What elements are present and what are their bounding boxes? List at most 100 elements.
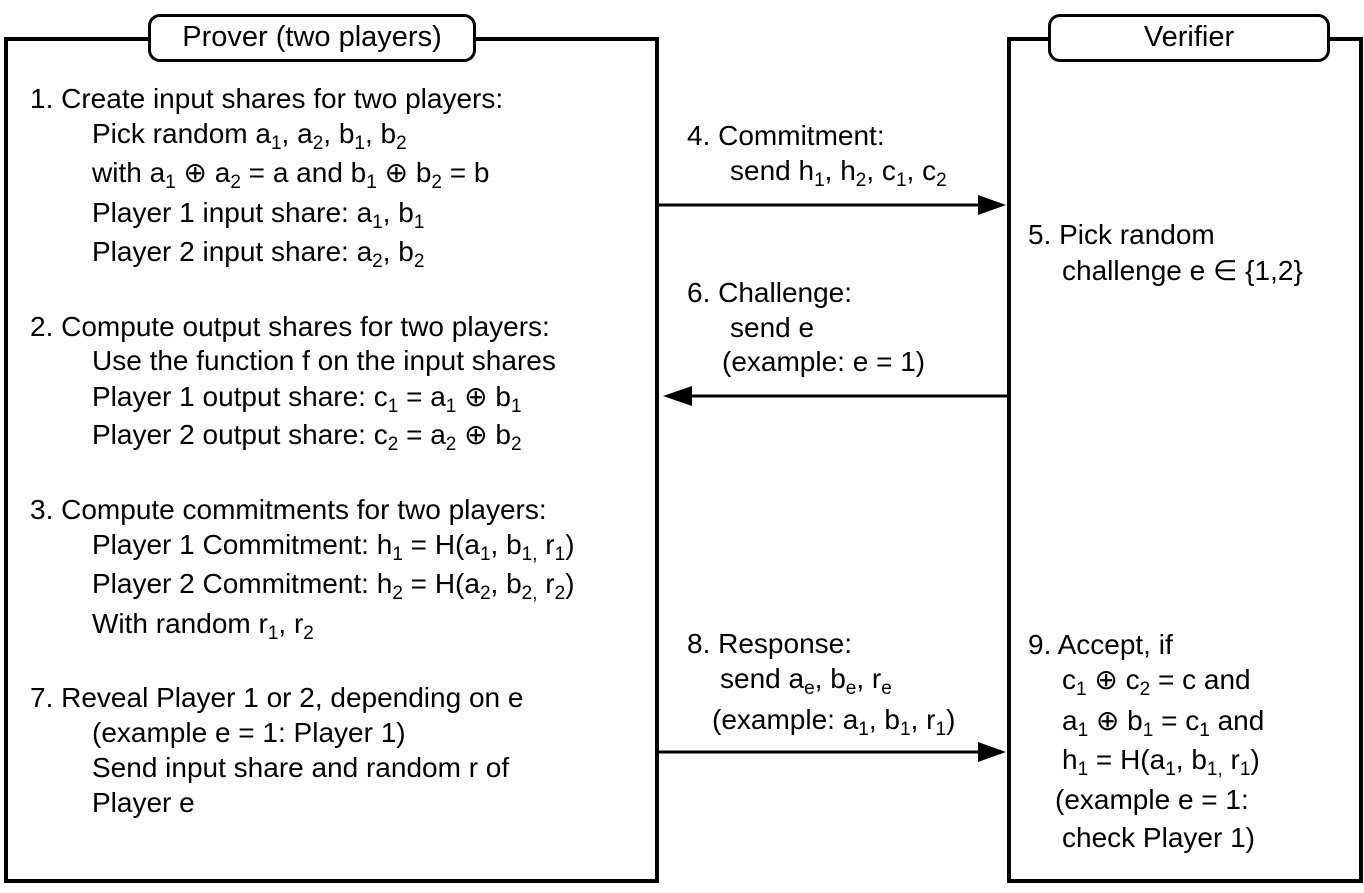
- subscript: 2: [312, 133, 324, 154]
- text-run: , r: [278, 608, 304, 639]
- text-run: ⊕ b: [1088, 705, 1143, 736]
- text-run: , b: [323, 118, 355, 149]
- prover-step-1-heading: 1. Create input shares for two players:: [30, 82, 503, 116]
- text-run: 3. Compute commitments for two players:: [30, 494, 547, 525]
- text-run: send h: [730, 155, 815, 186]
- text-run: Player 2 input share: a: [92, 236, 373, 267]
- text-run: , c: [866, 155, 896, 186]
- text-run: (example: a: [712, 704, 859, 735]
- text-run: c: [1062, 664, 1076, 695]
- prover-step-7-line: (example e = 1: Player 1): [92, 716, 406, 750]
- prover-step-1-line: Pick random a1, a2, b1, b2: [92, 117, 407, 154]
- subscript: 1: [267, 623, 279, 644]
- subscript: 2: [230, 172, 241, 193]
- subscript: 2: [936, 170, 947, 191]
- text-run: , b: [364, 118, 397, 149]
- text-run: 6. Challenge:: [687, 277, 853, 308]
- subscript: 2: [372, 251, 383, 272]
- text-run: , r: [856, 663, 882, 694]
- text-run: ): [565, 568, 575, 599]
- text-run: = H(a: [402, 568, 480, 599]
- prover-step-7-line: Send input share and random r of: [92, 751, 509, 785]
- text-run: , b: [868, 704, 901, 735]
- text-run: , a: [281, 118, 313, 149]
- text-run: ): [1250, 744, 1260, 775]
- text-run: , b: [814, 663, 846, 694]
- text-run: = H(a: [402, 529, 480, 560]
- subscript: 2: [396, 133, 407, 154]
- text-run: ⊕ b: [376, 157, 432, 188]
- subscript: 1: [1239, 759, 1251, 780]
- text-run: ⊕ c: [1086, 664, 1140, 695]
- subscript: 1: [900, 719, 911, 740]
- verifier-step-5-heading: 5. Pick random: [1028, 218, 1215, 252]
- text-run: Player 2 Commitment: h: [92, 568, 393, 599]
- subscript: 1: [354, 133, 365, 154]
- verifier-step-9-heading: 9. Accept, if: [1028, 628, 1173, 662]
- message-4-heading: 4. Commitment:: [687, 119, 885, 153]
- text-run: , b: [490, 529, 522, 560]
- prover-step-1-line: Player 2 input share: a2, b2: [92, 235, 425, 272]
- prover-step-3-line: Player 2 Commitment: h2 = H(a2, b2, r2): [92, 567, 575, 604]
- prover-step-3-heading: 3. Compute commitments for two players:: [30, 493, 547, 527]
- text-run: Use the function f on the input shares: [92, 345, 556, 376]
- text-run: r: [537, 529, 555, 560]
- text-run: = c: [1153, 705, 1200, 736]
- subscript: 1: [392, 544, 403, 565]
- subscript: 1: [1165, 759, 1176, 780]
- prover-box: [4, 37, 659, 883]
- prover-step-3-line: Player 1 Commitment: h1 = H(a1, b1, r1): [92, 528, 575, 565]
- text-run: with a: [92, 157, 166, 188]
- text-run: = b: [442, 157, 490, 188]
- text-run: send a: [720, 663, 805, 694]
- text-run: 1. Create input shares for two players:: [30, 83, 504, 114]
- prover-step-2-line: Player 1 output share: c1 = a1 ⊕ b1: [92, 380, 522, 417]
- text-run: (example e = 1:: [1055, 784, 1249, 815]
- subscript: 1: [445, 396, 457, 417]
- text-run: 8. Response:: [687, 628, 852, 659]
- verifier-box: [1007, 37, 1363, 883]
- subscript: 2: [392, 583, 403, 604]
- message-8-heading: 8. Response:: [687, 627, 852, 661]
- text-run: (example: e = 1): [722, 346, 926, 377]
- subscript: 2: [387, 434, 399, 455]
- verifier-step-9-line: check Player 1): [1062, 821, 1255, 855]
- message-4-line: send h1, h2, c1, c2: [730, 154, 947, 191]
- message-6-line: (example: e = 1): [722, 345, 925, 379]
- subscript: 1: [1199, 720, 1210, 741]
- text-run: With random r: [92, 608, 268, 639]
- text-run: ): [946, 704, 956, 735]
- prover-step-2-heading: 2. Compute output shares for two players…: [30, 310, 550, 344]
- text-run: 7. Reveal Player 1 or 2, depending on e: [30, 682, 524, 713]
- text-run: ⊕ a: [175, 157, 231, 188]
- message-8-line: (example: a1, b1, r1): [712, 703, 956, 740]
- text-run: Player e: [92, 787, 195, 818]
- prover-title: Prover (two players): [148, 14, 476, 62]
- prover-step-2-line: Player 2 output share: c2 = a2 ⊕ b2: [92, 418, 522, 455]
- text-run: , r: [910, 704, 936, 735]
- subscript: 2: [554, 583, 566, 604]
- text-run: , b: [382, 236, 414, 267]
- subscript: 2: [479, 583, 491, 604]
- text-run: Send input share and random r of: [92, 752, 510, 783]
- text-run: = a and b: [240, 157, 367, 188]
- text-run: 9. Accept, if: [1028, 629, 1173, 660]
- text-run: = a: [398, 381, 446, 412]
- message-8-line: send ae, be, re: [720, 662, 892, 699]
- prover-step-7-heading: 7. Reveal Player 1 or 2, depending on e: [30, 681, 523, 715]
- verifier-step-9-line: a1 ⊕ b1 = c1 and: [1062, 704, 1264, 741]
- subscript: e: [845, 678, 857, 699]
- subscript: 2: [855, 170, 867, 191]
- text-run: , c: [906, 155, 937, 186]
- subscript: 2: [413, 251, 425, 272]
- text-run: r: [1222, 744, 1240, 775]
- text-run: (example e = 1: Player 1): [92, 717, 406, 748]
- prover-step-2-line: Use the function f on the input shares: [92, 344, 556, 378]
- prover-step-1-line: Player 1 input share: a1, b1: [92, 196, 424, 232]
- verifier-title: Verifier: [1048, 14, 1330, 62]
- subscript: 1: [1142, 720, 1154, 741]
- subscript: 1,: [521, 544, 538, 565]
- subscript: 1: [895, 170, 907, 191]
- subscript: 1: [366, 172, 377, 193]
- text-run: 4. Commitment:: [687, 120, 885, 151]
